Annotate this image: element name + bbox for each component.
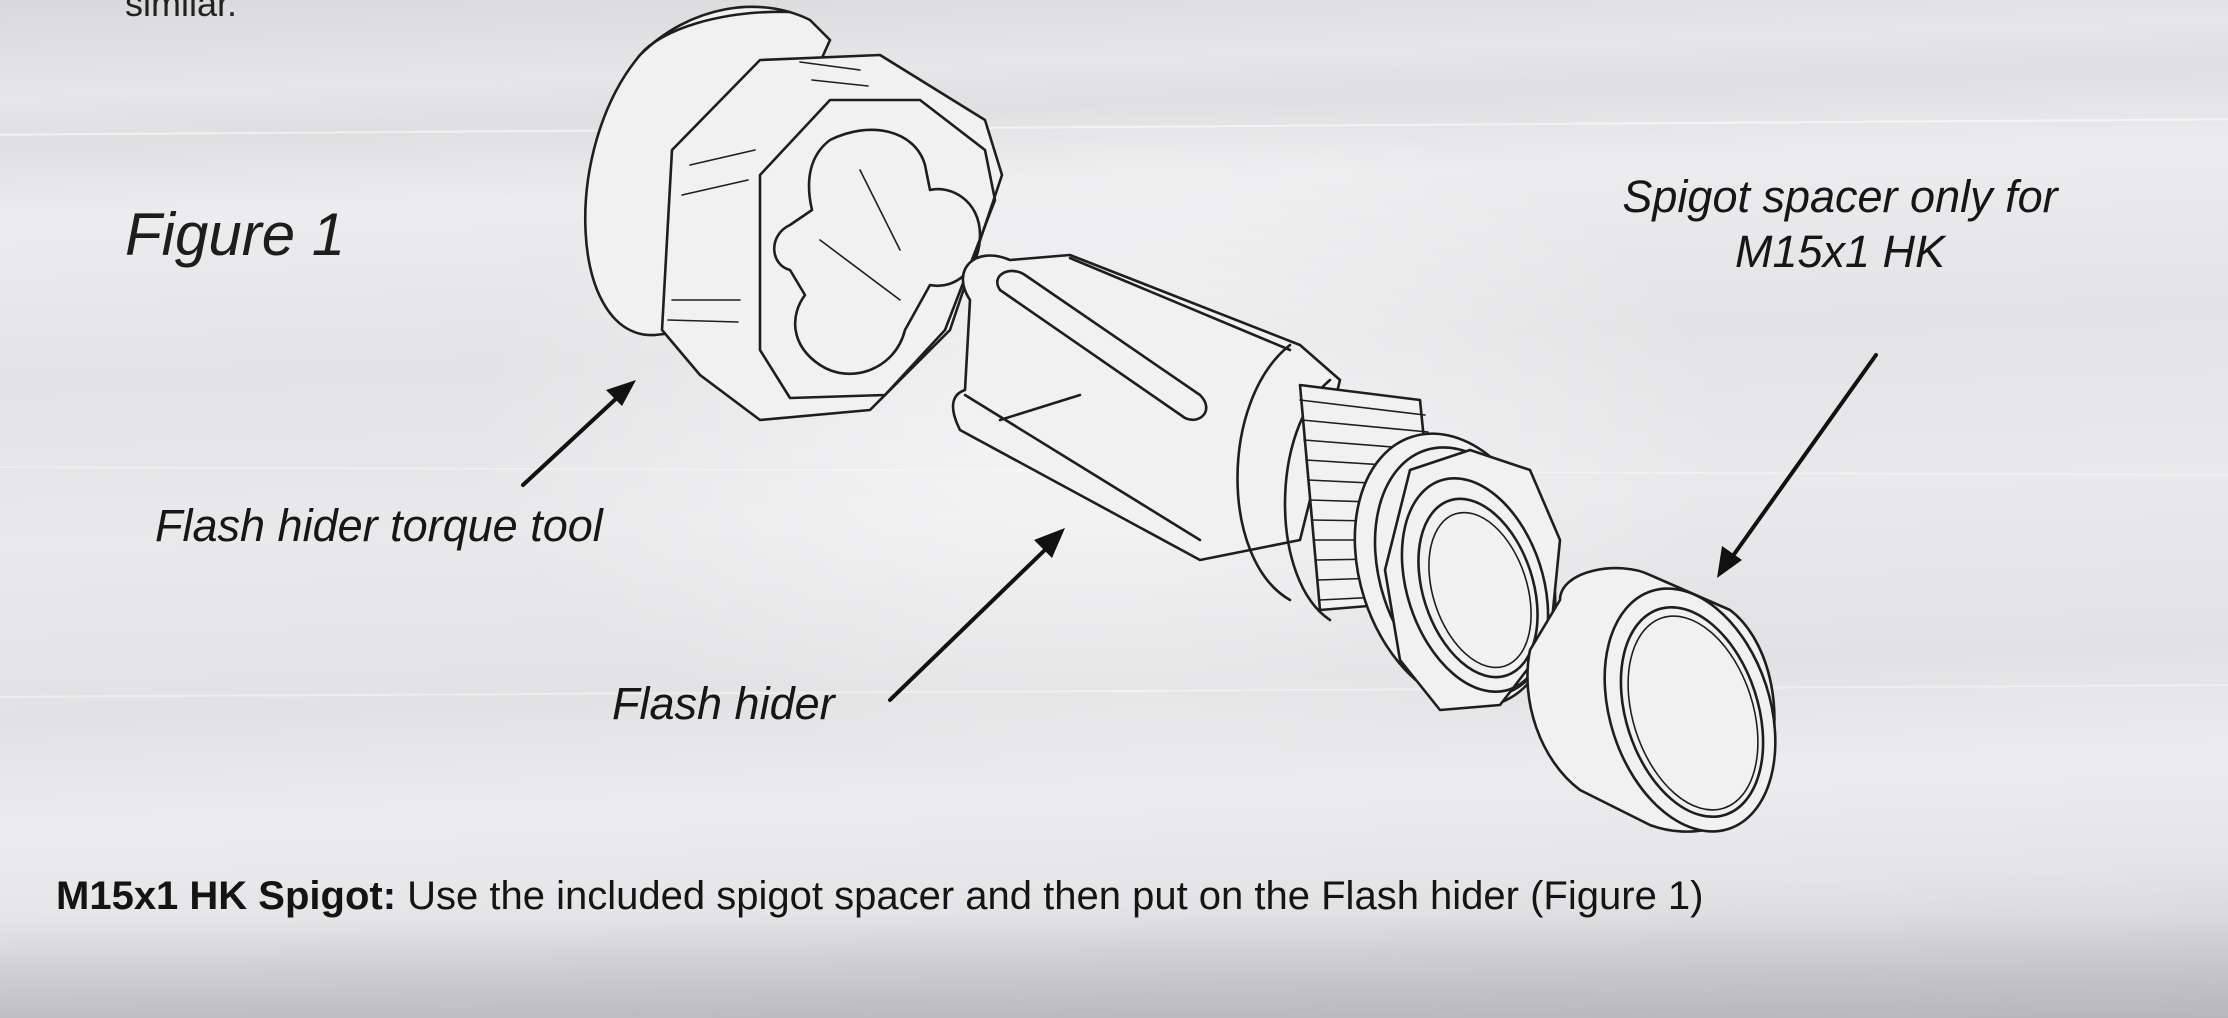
- torque-tool-arrow: [521, 380, 636, 487]
- torque-tool-illustration: [584, 5, 1004, 422]
- top-text-fragment: similar.: [125, 0, 238, 24]
- spigot-spacer-label-line1: Spigot spacer only for: [1622, 171, 2058, 222]
- caption-text: Use the included spigot spacer and then …: [396, 874, 1704, 918]
- figure-label: Figure 1: [125, 201, 346, 268]
- spigot-spacer-arrow: [1717, 353, 1878, 578]
- flash-hider-label: Flash hider: [612, 678, 835, 729]
- instruction-caption: M15x1 HK Spigot: Use the included spigot…: [56, 874, 1704, 919]
- torque-tool-label: Flash hider torque tool: [155, 500, 603, 551]
- spigot-spacer-label-line2: M15x1 HK: [1734, 225, 1946, 277]
- spigot-spacer-illustration: [1526, 566, 1777, 833]
- flash-hider-arrow: [888, 528, 1065, 702]
- paper-fold-shadow: [0, 915, 2228, 1018]
- flash-hider-illustration: [951, 253, 1562, 712]
- caption-bold-heading: M15x1 HK Spigot:: [56, 874, 397, 918]
- spigot-spacer-label: Spigot spacer only for M15x1 HK: [1560, 170, 2120, 280]
